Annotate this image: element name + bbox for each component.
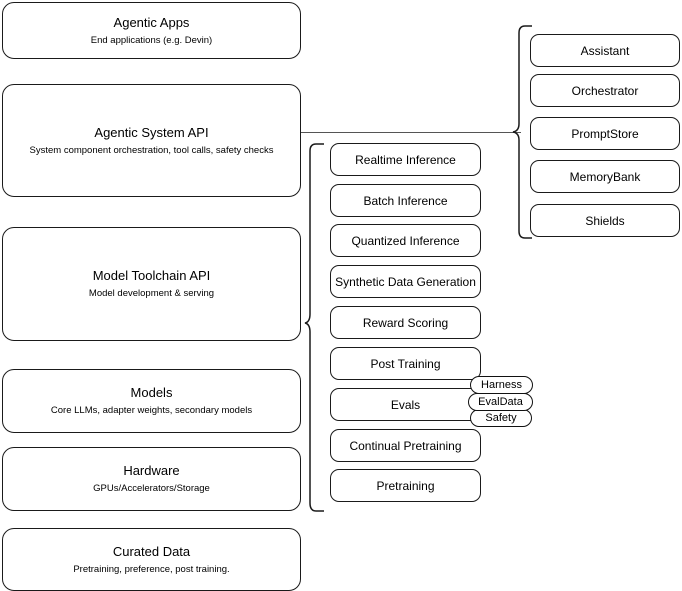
capability-batch-inference[interactable]: Batch Inference bbox=[330, 184, 481, 217]
component-assistant[interactable]: Assistant bbox=[530, 34, 680, 67]
layer-subtitle: Pretraining, preference, post training. bbox=[73, 563, 230, 575]
eval-pill-safety[interactable]: Safety bbox=[470, 409, 532, 427]
capability-label: Realtime Inference bbox=[355, 152, 456, 167]
capability-label: Reward Scoring bbox=[362, 315, 449, 330]
eval-pill-harness[interactable]: Harness bbox=[470, 376, 533, 394]
capability-synthetic-data-generation[interactable]: Synthetic Data Generation bbox=[330, 265, 481, 298]
brace-components bbox=[512, 25, 532, 239]
layer-hardware[interactable]: Hardware GPUs/Accelerators/Storage bbox=[2, 447, 301, 511]
capability-label: Continual Pretraining bbox=[349, 438, 462, 453]
capability-label: Synthetic Data Generation bbox=[335, 274, 476, 289]
component-memorybank[interactable]: MemoryBank bbox=[530, 160, 680, 193]
layer-subtitle: Model development & serving bbox=[88, 288, 215, 299]
layer-title: Agentic Apps bbox=[113, 14, 190, 30]
component-label: MemoryBank bbox=[569, 169, 641, 184]
capability-realtime-inference[interactable]: Realtime Inference bbox=[330, 143, 481, 176]
brace-capabilities bbox=[304, 143, 324, 512]
layer-subtitle: Core LLMs, adapter weights, secondary mo… bbox=[50, 405, 253, 416]
layer-title: Models bbox=[130, 385, 173, 400]
component-promptstore[interactable]: PromptStore bbox=[530, 117, 680, 150]
component-orchestrator[interactable]: Orchestrator bbox=[530, 74, 680, 107]
connector-line-system-api-to-components bbox=[301, 132, 521, 134]
layer-title: Agentic System API bbox=[94, 124, 209, 140]
component-shields[interactable]: Shields bbox=[530, 204, 680, 237]
capability-pretraining[interactable]: Pretraining bbox=[330, 469, 481, 502]
capability-label: Evals bbox=[390, 397, 421, 412]
layer-title: Hardware bbox=[123, 463, 180, 478]
component-label: Shields bbox=[585, 213, 625, 228]
capability-label: Pretraining bbox=[376, 478, 435, 493]
component-label: Assistant bbox=[580, 43, 630, 58]
capability-label: Batch Inference bbox=[363, 193, 448, 208]
component-label: PromptStore bbox=[571, 126, 639, 141]
capability-label: Post Training bbox=[370, 356, 441, 371]
layer-curated-data[interactable]: Curated Data Pretraining, preference, po… bbox=[2, 528, 301, 591]
layer-model-toolchain-api[interactable]: Model Toolchain API Model development & … bbox=[2, 227, 301, 341]
capability-evals[interactable]: Evals bbox=[330, 388, 481, 421]
layer-agentic-apps[interactable]: Agentic Apps End applications (e.g. Devi… bbox=[2, 2, 301, 59]
layer-subtitle: End applications (e.g. Devin) bbox=[90, 34, 213, 46]
layer-subtitle: System component orchestration, tool cal… bbox=[29, 144, 274, 156]
capability-reward-scoring[interactable]: Reward Scoring bbox=[330, 306, 481, 339]
capability-continual-pretraining[interactable]: Continual Pretraining bbox=[330, 429, 481, 462]
layer-agentic-system-api[interactable]: Agentic System API System component orch… bbox=[2, 84, 301, 197]
layer-subtitle: GPUs/Accelerators/Storage bbox=[93, 483, 210, 494]
layer-title: Curated Data bbox=[112, 543, 191, 559]
component-label: Orchestrator bbox=[571, 83, 639, 98]
capability-label: Quantized Inference bbox=[351, 233, 460, 248]
layer-title: Model Toolchain API bbox=[92, 268, 211, 283]
layer-models[interactable]: Models Core LLMs, adapter weights, secon… bbox=[2, 369, 301, 433]
capability-quantized-inference[interactable]: Quantized Inference bbox=[330, 224, 481, 257]
eval-pill-evaldata[interactable]: EvalData bbox=[468, 393, 533, 411]
capability-post-training[interactable]: Post Training bbox=[330, 347, 481, 380]
